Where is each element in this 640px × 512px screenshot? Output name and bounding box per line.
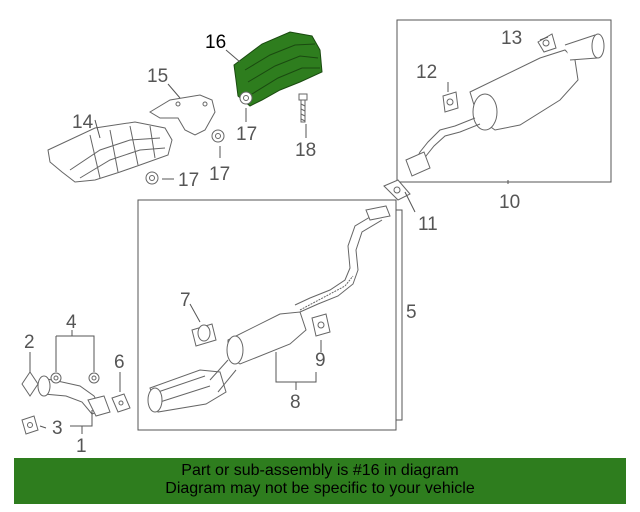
callout-13: 13 xyxy=(501,28,522,49)
gasket-6-icon xyxy=(111,393,131,413)
hanger-3-icon xyxy=(21,415,39,435)
callout-17b: 17 xyxy=(209,164,230,185)
callout-8: 8 xyxy=(290,392,301,413)
callout-15: 15 xyxy=(147,66,168,87)
callout-7: 7 xyxy=(180,290,191,311)
heat-shield-front xyxy=(47,121,173,183)
center-hanger-icon xyxy=(311,313,331,337)
callout-3: 3 xyxy=(52,418,63,439)
clamp-icon xyxy=(191,323,217,347)
rear-muffler xyxy=(405,33,605,177)
nut-pair-icon xyxy=(50,372,100,384)
callout-16: 16 xyxy=(205,32,226,53)
rear-muffler-box xyxy=(396,19,612,183)
center-pipe-box xyxy=(137,199,397,431)
exhaust-parts-diagram: 16 15 14 17 17 17 18 13 12 10 11 5 7 9 8… xyxy=(21,19,612,457)
callout-9: 9 xyxy=(315,350,326,371)
callout-1: 1 xyxy=(76,436,87,457)
bolt-icon xyxy=(298,93,308,123)
callout-10: 10 xyxy=(499,192,520,213)
info-banner: Part or sub-assembly is #16 in diagram D… xyxy=(14,458,626,504)
gasket-icon xyxy=(383,179,411,201)
callout-14: 14 xyxy=(72,112,94,133)
callout-5: 5 xyxy=(406,302,417,323)
heat-shield-16-highlighted xyxy=(233,31,323,107)
nut-icon xyxy=(145,91,253,185)
hanger-bracket-icon xyxy=(537,33,557,53)
callout-11: 11 xyxy=(418,214,438,235)
heat-shield-upper xyxy=(149,94,216,136)
callout-12: 12 xyxy=(416,62,437,83)
banner-line-2: Diagram may not be specific to your vehi… xyxy=(165,480,475,497)
callout-17a: 17 xyxy=(236,124,257,145)
front-pipe xyxy=(37,375,111,417)
highlighted-part xyxy=(233,31,323,107)
center-pipe xyxy=(147,205,391,413)
callout-17c: 17 xyxy=(178,170,199,191)
callout-18: 18 xyxy=(295,140,316,161)
rubber-hanger-icon xyxy=(442,91,459,113)
banner-line-1: Part or sub-assembly is #16 in diagram xyxy=(181,462,459,479)
leader-lines xyxy=(29,36,549,434)
callout-6: 6 xyxy=(114,352,125,373)
callout-2: 2 xyxy=(24,332,35,353)
gasket-2-icon xyxy=(21,371,39,397)
callout-4: 4 xyxy=(66,312,77,333)
